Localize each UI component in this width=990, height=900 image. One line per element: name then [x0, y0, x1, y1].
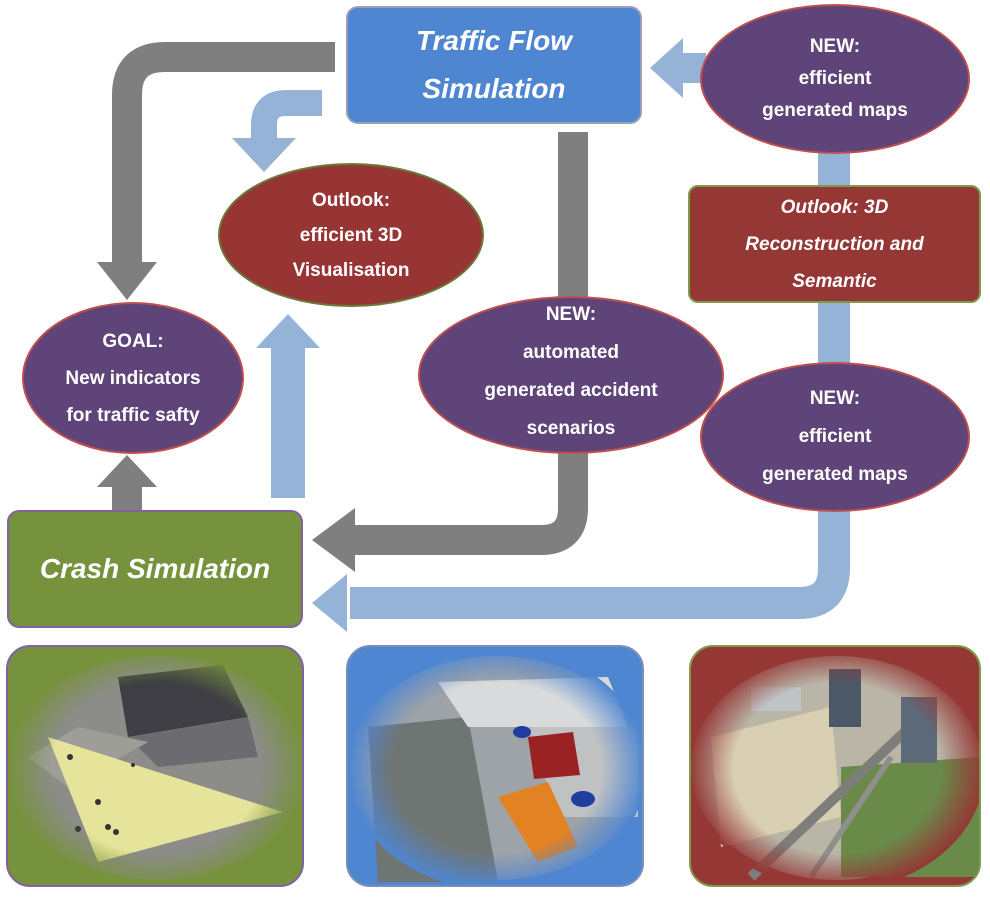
traffic-simulation-3d-image [346, 645, 644, 887]
outlook-recon-line3: Semantic [792, 270, 877, 292]
traffic-flow-title-line2: Simulation [422, 73, 566, 104]
outlook-3d-visualisation-ellipse: Outlook: efficient 3D Visualisation [218, 163, 484, 307]
new-generated-maps-top-ellipse: NEW: efficient generated maps [700, 4, 970, 154]
arrow-crash-to-goal [97, 455, 157, 513]
goal-line3: for traffic safty [66, 404, 200, 426]
arrow-maps-to-crash [312, 150, 850, 632]
traffic-flow-title-line1: Traffic Flow [415, 25, 573, 56]
new-maps-top-line3: generated maps [762, 100, 908, 121]
accident-line4: scenarios [526, 418, 616, 439]
arrow-traffic-to-visualisation [232, 90, 322, 172]
goal-label: GOAL: [102, 330, 164, 352]
new-maps-bottom-line2: efficient [798, 426, 872, 447]
accident-line2: automated [522, 342, 620, 363]
arrow-traffic-to-crash [312, 132, 588, 572]
accident-line1: NEW: [545, 304, 597, 325]
new-maps-top-line2: efficient [798, 68, 872, 89]
crash-simulation-box: Crash Simulation [7, 510, 303, 628]
arrow-maps-to-traffic [650, 38, 706, 98]
outlook-vis-line3: Visualisation [292, 259, 410, 281]
city-aerial-photo [689, 645, 981, 887]
new-maps-bottom-line3: generated maps [762, 464, 908, 485]
arrow-crash-to-visualisation [256, 314, 320, 498]
new-generated-maps-bottom-ellipse: NEW: efficient generated maps [700, 362, 970, 512]
goal-ellipse: GOAL: New indicators for traffic safty [22, 302, 244, 454]
outlook-vis-line2: efficient 3D [299, 224, 403, 246]
accident-line3: generated accident [484, 380, 658, 401]
new-maps-bottom-label: NEW: [809, 388, 861, 409]
traffic-flow-simulation-box: Traffic Flow Simulation [346, 6, 642, 124]
outlook-recon-line2: Reconstruction and [745, 233, 924, 255]
arrow-traffic-to-goal [97, 42, 335, 300]
crash-simulation-label: Crash Simulation [39, 553, 271, 584]
new-maps-top-label: NEW: [809, 36, 861, 57]
outlook-3d-reconstruction-box: Outlook: 3D Reconstruction and Semantic [688, 185, 981, 303]
outlook-vis-line1: Outlook: [311, 189, 391, 211]
crash-scene-3d-image [6, 645, 304, 887]
outlook-recon-line1: Outlook: 3D [780, 196, 889, 218]
goal-line2: New indicators [65, 367, 201, 389]
new-accident-scenarios-ellipse: NEW: automated generated accident scenar… [418, 296, 724, 454]
